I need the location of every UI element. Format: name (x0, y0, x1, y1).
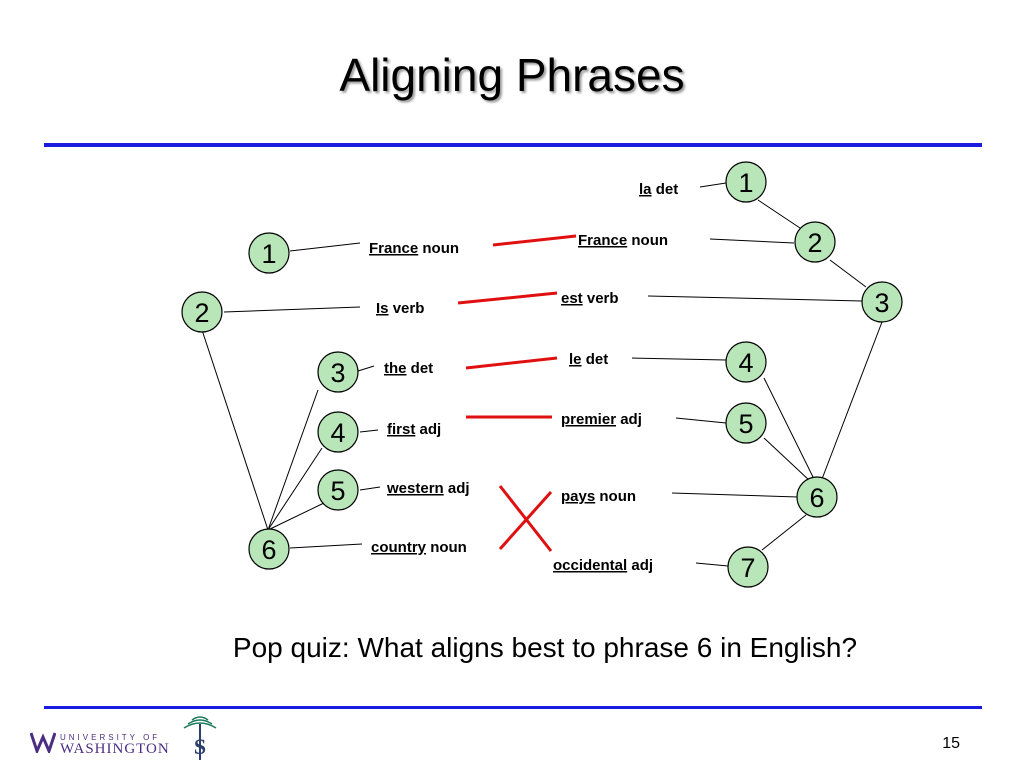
edge-fr-5-6 (763, 437, 811, 482)
alignment-links (457, 234, 577, 552)
edge-fr-3-6 (821, 321, 883, 480)
en-phrase-2: Is verb (376, 300, 424, 317)
en-node-5: 5 (317, 469, 359, 511)
fr-node-6: 6 (796, 476, 838, 518)
top-divider (44, 143, 982, 147)
bottom-divider (44, 706, 982, 709)
edge-fr-2-phrase (709, 238, 795, 244)
fr-phrase-5: premier adj (561, 411, 642, 428)
fr-phrase-6: pays noun (561, 488, 636, 505)
svg-text:5: 5 (330, 476, 345, 506)
page-number: 15 (942, 735, 960, 752)
svg-text:7: 7 (740, 553, 755, 583)
edge-fr-3-phrase (647, 295, 863, 302)
fr-node-5: 5 (725, 402, 767, 444)
svg-text:4: 4 (330, 418, 345, 448)
edge-en-6-5 (267, 502, 325, 531)
edge-en-2-phrase (223, 306, 361, 313)
ssli-logo-icon: S (183, 716, 217, 760)
edge-fr-4-phrase (631, 357, 727, 361)
en-node-3: 3 (317, 351, 359, 393)
slide-title: Aligning Phrases (339, 49, 685, 101)
edge-fr-6-phrase (671, 492, 799, 498)
uw-w-icon (29, 730, 57, 760)
en-node-6: 6 (248, 528, 290, 570)
uw-large-text: WASHINGTON (60, 740, 170, 757)
french-edges (631, 182, 883, 567)
svg-text:3: 3 (330, 358, 345, 388)
english-edges (201, 242, 381, 549)
edge-en-1-phrase (289, 242, 361, 252)
edge-en-6-2 (201, 329, 269, 531)
en-node-2: 2 (181, 291, 223, 333)
svg-text:S: S (194, 734, 206, 759)
fr-node-1: 1 (725, 161, 767, 203)
en-phrase-6: country noun (371, 539, 467, 556)
en-phrase-5: western adj (386, 480, 470, 497)
uw-small-text: UNIVERSITY OF (60, 732, 161, 742)
svg-text:6: 6 (809, 483, 824, 513)
phrase-alignment-diagram: 1 2 3 4 5 6 1 2 3 4 5 6 7 France noun Is… (181, 161, 903, 588)
en-phrase-3: the det (384, 360, 433, 377)
quiz-question: Pop quiz: What aligns best to phrase 6 i… (232, 632, 858, 663)
fr-node-4: 4 (725, 341, 767, 383)
fr-phrase-4: le det (569, 351, 608, 368)
align-france-france (492, 234, 577, 247)
edge-fr-5-phrase (675, 417, 727, 424)
fr-node-3: 3 (861, 281, 903, 323)
edge-en-6-3 (267, 389, 319, 531)
uw-logo: UNIVERSITY OF WASHINGTON (29, 730, 170, 760)
svg-text:1: 1 (738, 168, 753, 198)
svg-text:2: 2 (807, 228, 822, 258)
fr-phrase-2: France noun (578, 232, 668, 249)
edge-en-6-phrase (289, 543, 363, 549)
edge-fr-7-phrase (695, 562, 729, 567)
edge-fr-4-6 (763, 377, 815, 480)
fr-phrase-3: est verb (561, 290, 619, 307)
edge-fr-2-3 (829, 259, 867, 288)
edge-fr-7-6 (761, 514, 807, 551)
svg-text:5: 5 (738, 409, 753, 439)
fr-phrase-7: occidental adj (553, 557, 653, 574)
svg-text:1: 1 (261, 239, 276, 269)
fr-phrase-1: la det (639, 181, 678, 198)
en-phrase-4: first adj (387, 421, 441, 438)
en-phrase-1: France noun (369, 240, 459, 257)
edge-fr-1-phrase (699, 182, 727, 188)
fr-node-2: 2 (794, 221, 836, 263)
en-node-1: 1 (248, 232, 290, 274)
svg-text:6: 6 (261, 535, 276, 565)
align-is-est (457, 291, 558, 305)
svg-text:4: 4 (738, 348, 753, 378)
en-node-4: 4 (317, 411, 359, 453)
edge-en-4-phrase (359, 429, 379, 433)
fr-node-7: 7 (727, 546, 769, 588)
edge-fr-1-2 (757, 199, 801, 229)
svg-text:3: 3 (874, 288, 889, 318)
align-the-le (465, 356, 558, 370)
edge-en-5-phrase (359, 486, 381, 491)
edge-en-6-4 (267, 447, 323, 531)
align-country-pays (498, 490, 553, 551)
edge-en-3-phrase (357, 365, 375, 372)
svg-text:2: 2 (194, 298, 209, 328)
